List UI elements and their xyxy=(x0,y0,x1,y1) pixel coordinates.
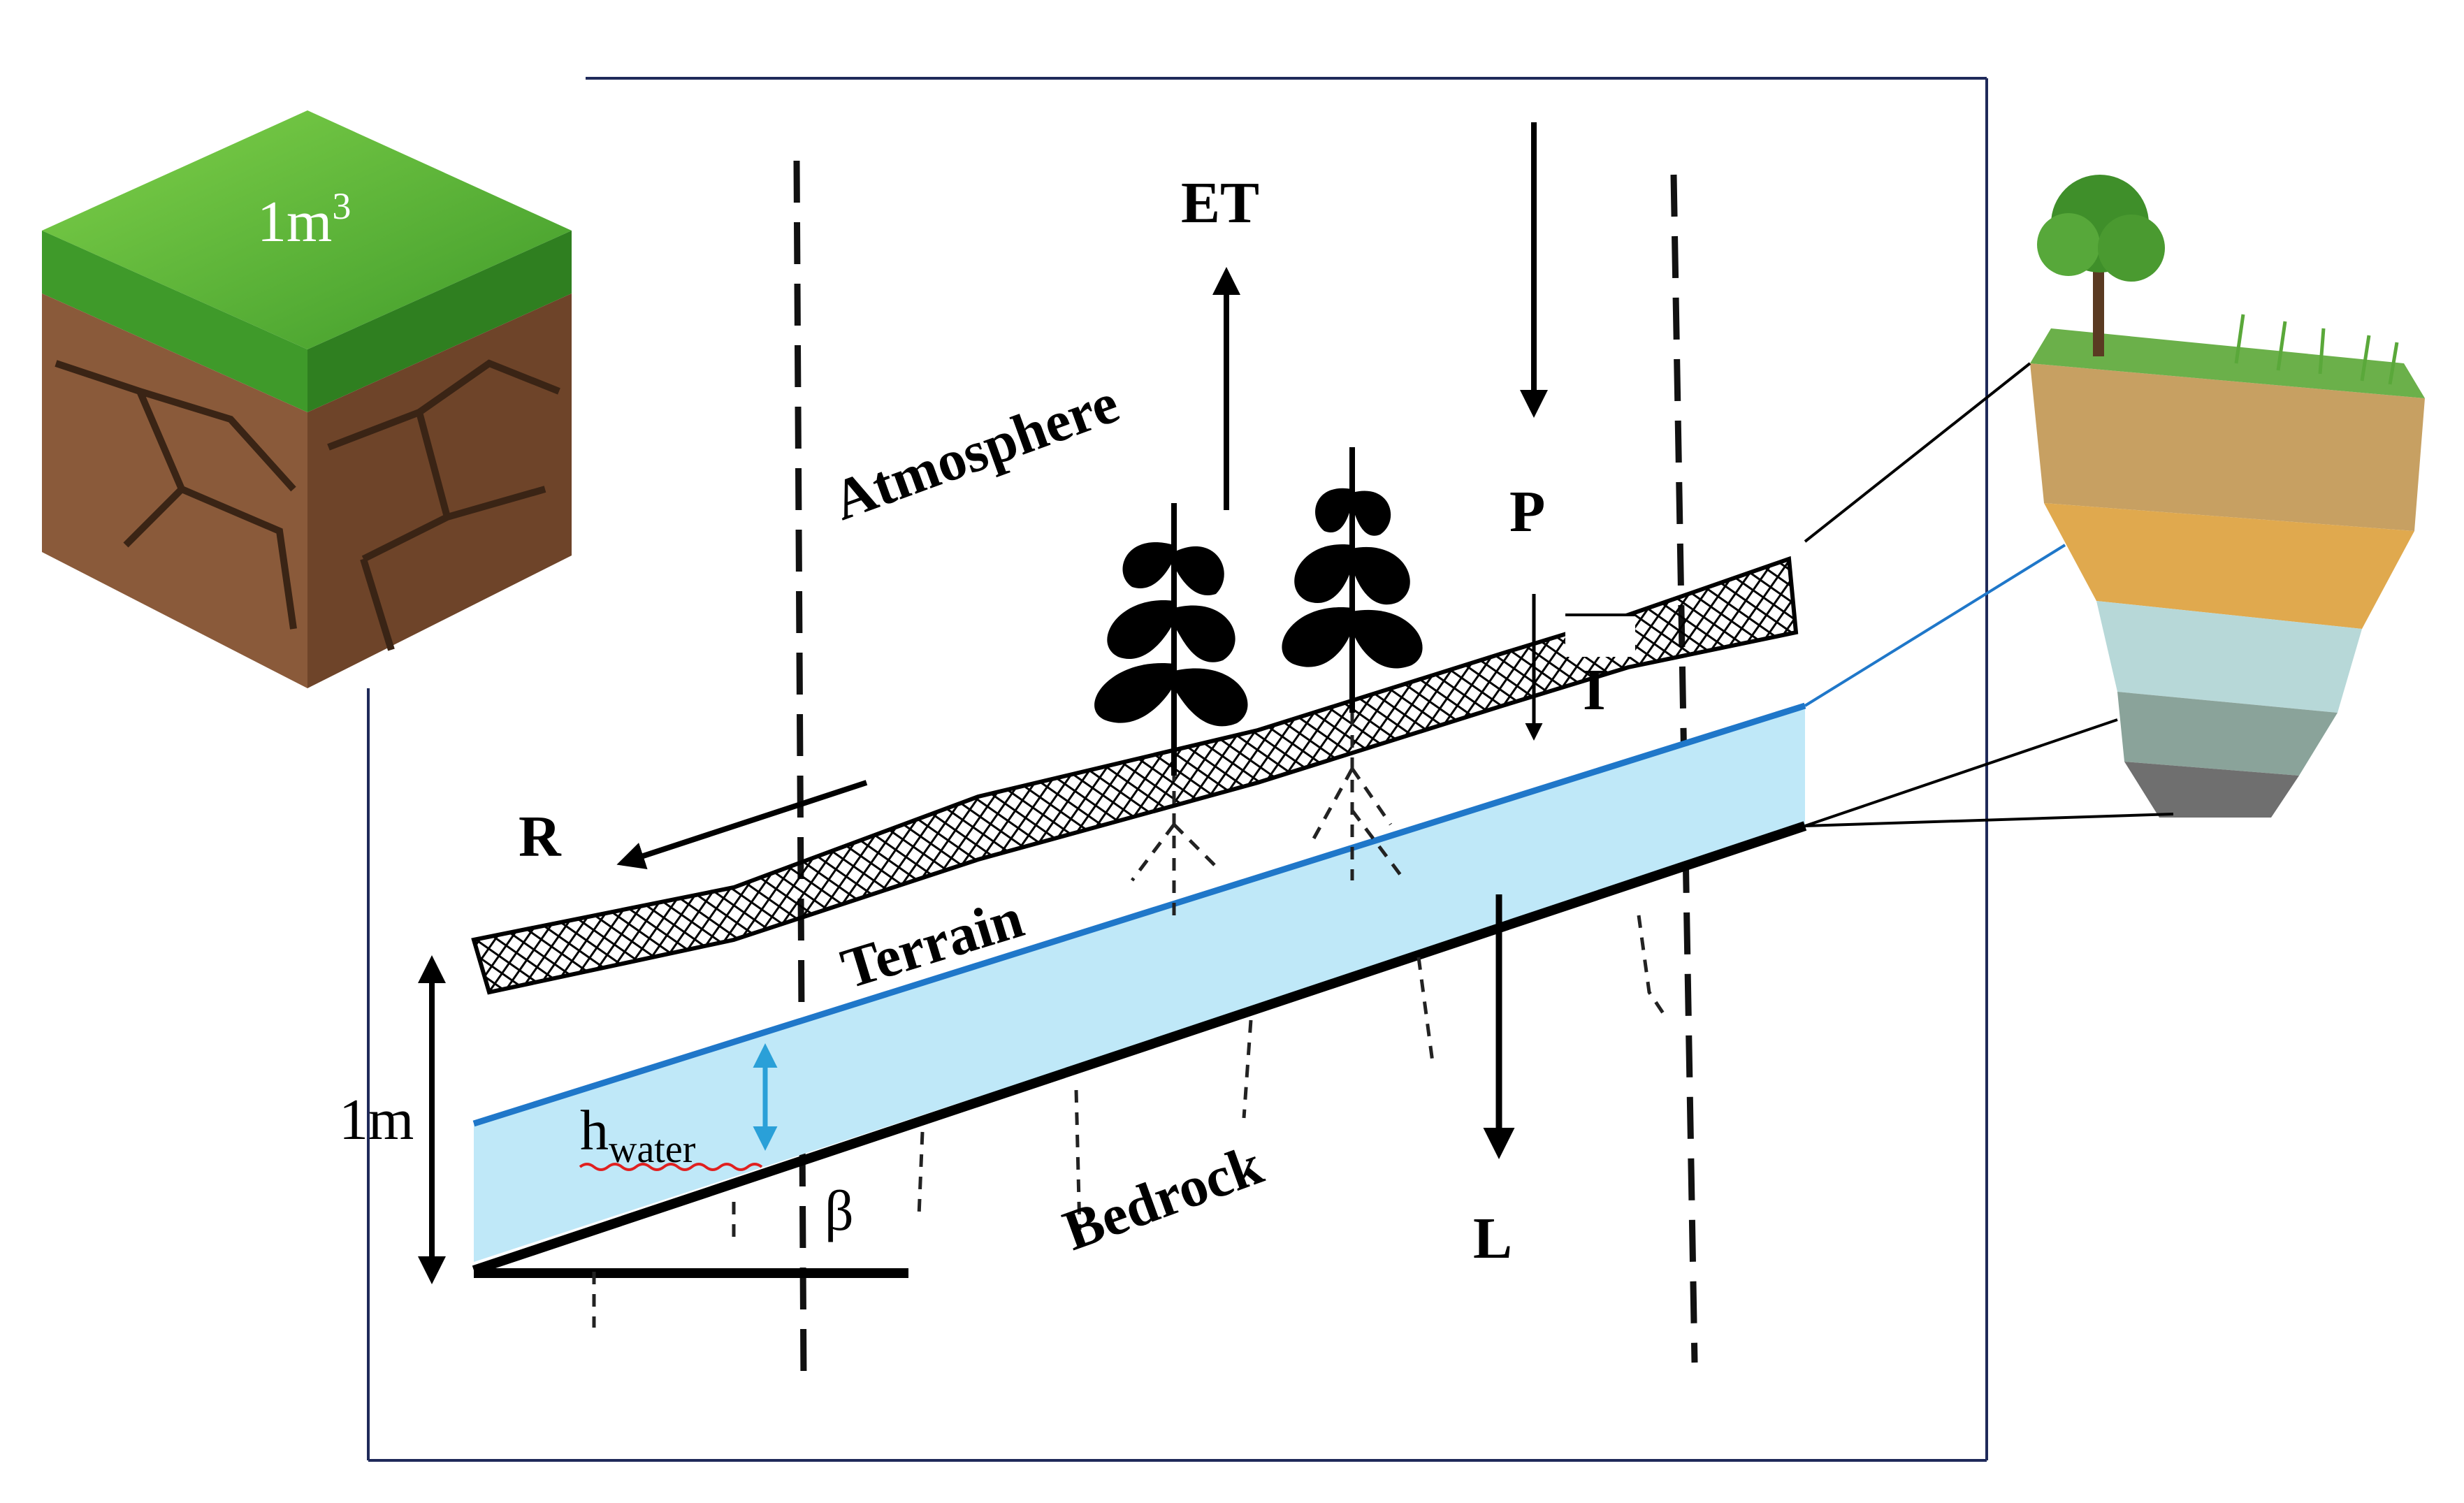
tree-right xyxy=(1282,447,1423,713)
tree-left xyxy=(1094,503,1248,776)
leakage-label: L xyxy=(1473,1206,1512,1271)
roots xyxy=(592,713,1665,1328)
h-water-label: hwater xyxy=(580,1098,696,1171)
soil-column-image xyxy=(2030,175,2425,818)
precipitation-label: P xyxy=(1509,479,1545,544)
water-table-line xyxy=(472,702,1806,1127)
runoff-label: R xyxy=(519,804,562,869)
terrain-surface xyxy=(471,556,1799,995)
atmosphere-label: Atmosphere xyxy=(825,370,1126,532)
h-water-spellcheck-underline xyxy=(579,1163,763,1171)
bedrock-line xyxy=(472,821,1807,1275)
connector-water-to-column xyxy=(1804,544,2066,707)
et-label: ET xyxy=(1181,170,1259,235)
terrain-step-white xyxy=(1565,615,1635,657)
saturated-water-layer xyxy=(474,706,1805,1262)
h-water-subscript: water xyxy=(609,1128,696,1171)
connector-bedrock-to-column-a xyxy=(1804,718,2118,827)
bedrock-label: Bedrock xyxy=(1055,1133,1270,1263)
soil-cube-image: 1m3 xyxy=(42,110,572,688)
diagram-frame xyxy=(367,77,1988,1462)
one-m-label: 1m xyxy=(339,1087,414,1152)
slope-angle-label: β xyxy=(825,1179,854,1242)
infiltration-label: I xyxy=(1583,658,1606,723)
h-water-main: h xyxy=(580,1098,609,1162)
runoff-arrow xyxy=(616,780,868,870)
left-boundary-dashed-line xyxy=(793,160,807,1381)
connector-terrain-to-column xyxy=(1804,362,2031,543)
cube-volume-label: 1m3 xyxy=(257,185,351,254)
connector-bedrock-to-column-b xyxy=(1804,813,2174,827)
